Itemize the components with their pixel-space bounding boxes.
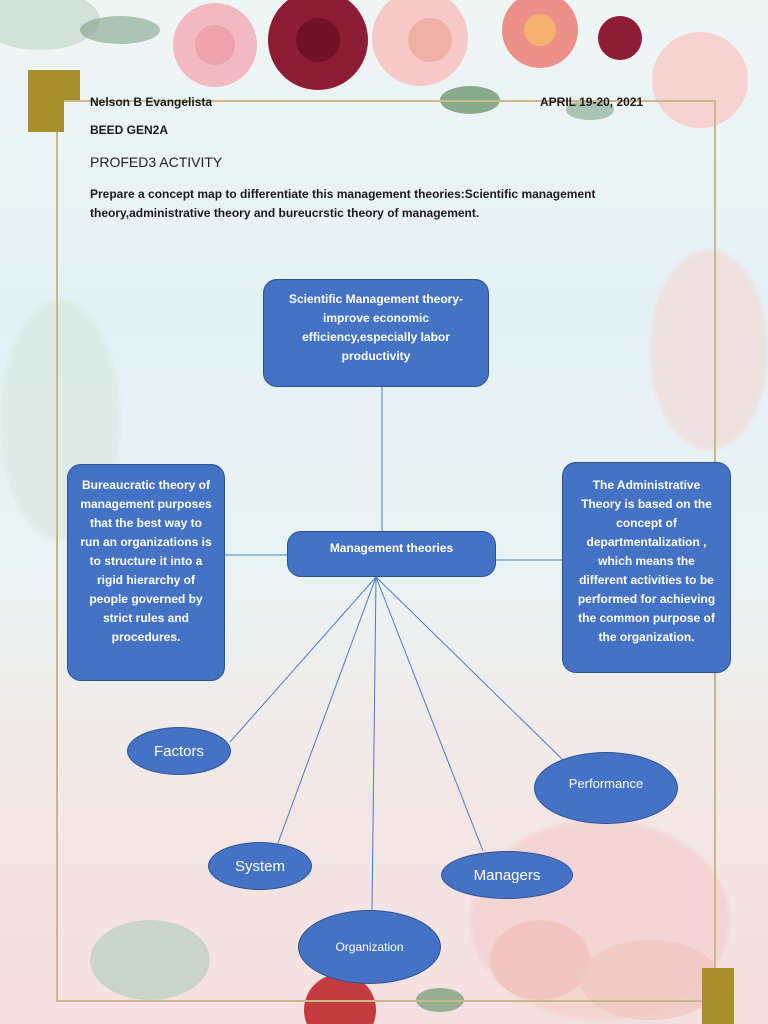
frame-corner-bottom-right xyxy=(702,968,734,1024)
instructions-text: Prepare a concept map to differentiate t… xyxy=(90,187,596,220)
node-scientific-management-text: Scientific Management theory-improve eco… xyxy=(288,292,464,363)
connector-system xyxy=(277,576,377,844)
ellipse-managers-text: Managers xyxy=(473,866,541,884)
connector-factors xyxy=(229,576,377,743)
ellipse-organization-text: Organization xyxy=(335,940,404,954)
ellipse-system-text: System xyxy=(234,857,285,875)
node-bureaucratic-theory: Bureaucratic theory of management purpos… xyxy=(67,464,225,681)
ellipse-factors-text: Factors xyxy=(153,742,204,760)
node-administrative-theory: The Administrative Theory is based on th… xyxy=(562,462,731,673)
node-management-theories: Management theories xyxy=(287,531,496,577)
ellipse-performance-text: Performance xyxy=(568,775,644,791)
connector-managers xyxy=(375,576,484,852)
ellipse-organization: Organization xyxy=(298,910,441,984)
student-section: BEED GEN2A xyxy=(90,123,169,137)
node-scientific-management: Scientific Management theory-improve eco… xyxy=(263,279,489,387)
student-name: Nelson B Evangelista xyxy=(90,95,213,109)
node-management-theories-text: Management theories xyxy=(329,541,454,555)
ellipse-managers: Managers xyxy=(441,851,573,899)
node-bureaucratic-theory-text: Bureaucratic theory of management purpos… xyxy=(80,478,212,644)
ellipse-system: System xyxy=(208,842,312,890)
background-leaf-right xyxy=(650,250,768,450)
activity-title: PROFED3 ACTIVITY xyxy=(90,154,223,170)
ellipse-factors: Factors xyxy=(127,727,231,775)
connector-performance xyxy=(375,576,567,764)
node-administrative-theory-text: The Administrative Theory is based on th… xyxy=(577,478,716,644)
connector-organization xyxy=(371,576,377,911)
floral-border-top xyxy=(0,0,748,128)
frame-corner-top-left-bar xyxy=(28,70,80,100)
activity-date: APRIL 19-20, 2021 xyxy=(540,95,644,109)
ellipse-performance: Performance xyxy=(534,752,678,824)
